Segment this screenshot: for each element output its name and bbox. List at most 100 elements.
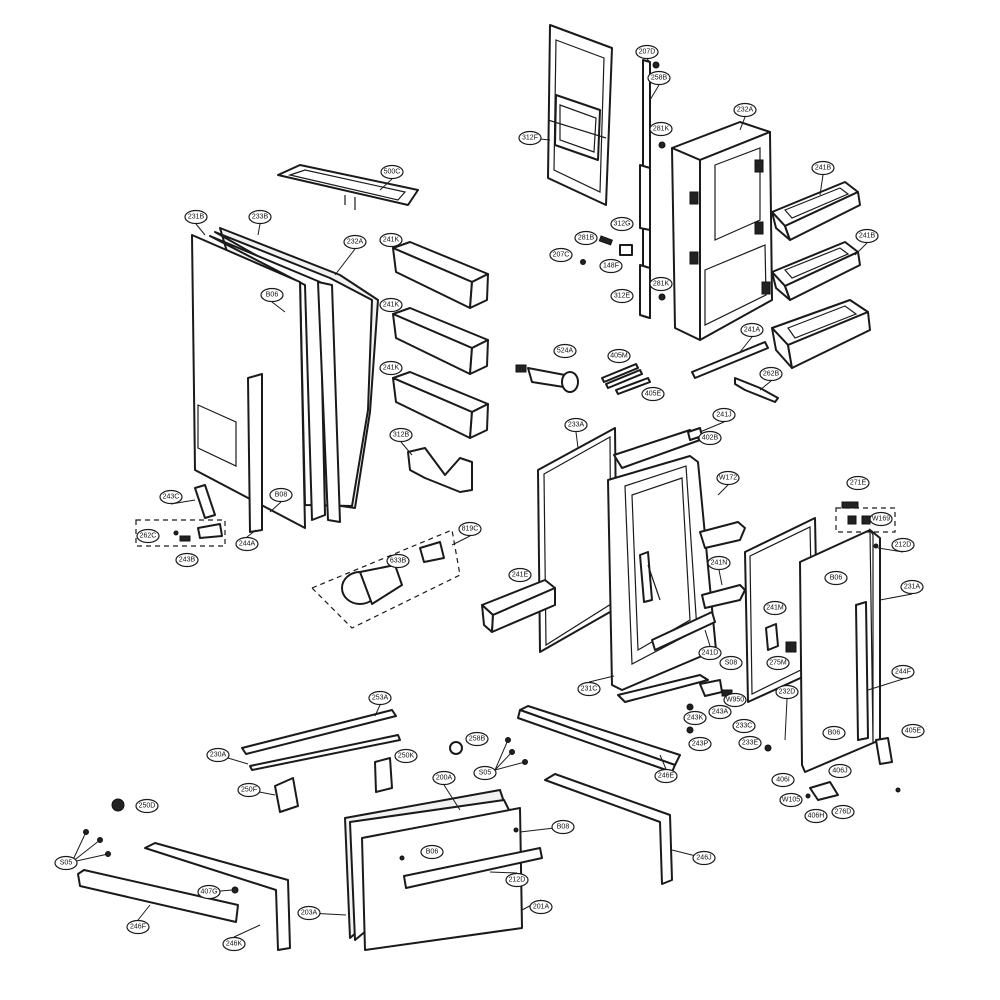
callout-label: 633B [390,558,407,565]
callout-200a: 200A [432,770,456,786]
callout-label: 262C [140,533,157,540]
callout-bubble [763,600,787,616]
callout-label: 241K [383,302,400,309]
callout-bubble [237,782,261,798]
callout-label: S08 [725,660,738,667]
callout-label: 250F [241,787,257,794]
callout-633b: 633B [386,553,410,569]
callout-bubble [599,258,623,274]
callout-label: B06 [828,730,841,737]
callout-241d: 241D [698,645,722,661]
callout-bubble [175,552,199,568]
callout-label: 231B [188,214,205,221]
callout-243c: 243C [159,489,183,505]
callout-244f: 244F [891,664,915,680]
callout-label: 233E [742,740,759,747]
callout-label: 524A [557,348,574,355]
callout-label: 232A [347,239,364,246]
part-bracket-250f [274,777,299,813]
callout-label: 243C [163,494,180,501]
callout-241a: 241A [740,322,764,338]
callout-bubble [831,804,855,820]
callout-label: 405M [610,353,628,360]
callout-258b-b: 258B [465,731,489,747]
part-group-819c [310,529,461,629]
callout-label: B06 [426,849,439,856]
part-bin-241k-3 [392,371,489,439]
callout-label: 241A [744,327,761,334]
callout-246k: 246K [222,936,246,952]
callout-b06-d: B06 [420,844,444,860]
callout-bubble [159,489,183,505]
callout-label: 250D [139,803,156,810]
callout-246f: 246F [126,919,150,935]
callout-label: 233B [252,214,269,221]
callout-819c: 819C [458,521,482,537]
callout-bubble [577,681,601,697]
callout-bubble [465,731,489,747]
callout-500c: 500C [380,164,404,180]
callout-label: S05 [60,860,73,867]
callout-bubble [379,232,403,248]
part-pins-405m [601,363,651,395]
callout-241b-b: 241B [855,228,879,244]
callout-bubble [222,936,246,952]
part-rail-246f [77,869,239,923]
callout-bubble [698,430,722,446]
callout-262c: 262C [136,528,160,544]
callout-207d: 207D [635,44,659,60]
part-rail-246j [544,773,673,885]
callout-label: 253A [372,695,389,702]
callout-label: 312F [522,135,538,142]
callout-bubble [649,121,673,137]
callout-label: B06 [266,292,279,299]
callout-label: 207C [553,252,570,259]
callout-label: 233A [568,422,585,429]
callout-label: 258B [651,75,668,82]
callout-406j: 406J [828,763,852,779]
callout-281k-a: 281K [649,121,673,137]
callout-bubble [738,735,762,751]
part-group-262c [135,519,226,547]
callout-bubble [505,872,529,888]
callout-231b: 231B [184,209,208,225]
callout-label: 243B [179,557,196,564]
callout-bubble [386,553,410,569]
part-right-door-231a [799,527,881,773]
part-bin-241e [481,579,556,633]
callout-bubble [235,536,259,552]
part-bracket-312b [407,447,473,493]
callout-233c: 233C [732,718,756,734]
callout-bubble [708,704,732,720]
part-damper-524a [515,364,579,393]
callout-label: 312E [614,293,631,300]
callout-253a: 253A [368,690,392,706]
callout-406h: 406H [804,808,828,824]
callout-243b: 243B [175,552,199,568]
callout-b08-b: B08 [551,819,575,835]
callout-s08: S08 [719,655,743,671]
callout-bubble [136,528,160,544]
callout-label: 246E [658,773,675,780]
callout-bubble [654,768,678,784]
callout-label: 241N [711,560,728,567]
callout-s05-m: S05 [473,765,497,781]
callout-bubble [779,792,803,808]
part-top-cover-500c [277,164,419,210]
callout-203a: 203A [297,905,321,921]
part-hinge-406 [805,737,901,801]
callout-label: 262B [763,371,780,378]
part-strip-241a [691,341,779,403]
callout-312e: 312E [610,288,634,304]
callout-241k-c: 241K [379,360,403,376]
callout-label: 212D [895,542,912,549]
callout-bubble [126,919,150,935]
callout-label: 258B [469,736,486,743]
part-gasket-233a [537,427,618,653]
callout-bubble [389,427,413,443]
callout-label: 271E [850,480,867,487]
callout-label: 281K [653,281,670,288]
part-group-271e [835,501,896,533]
callout-label: S05 [479,770,492,777]
